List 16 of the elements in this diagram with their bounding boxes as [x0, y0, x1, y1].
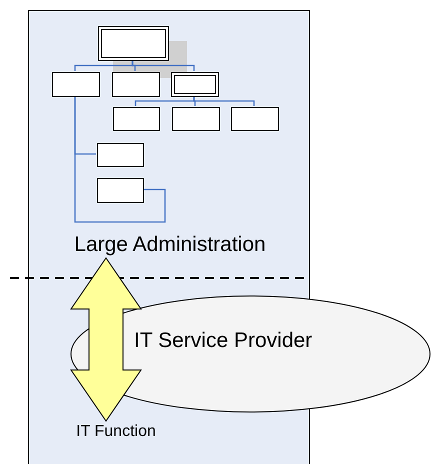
org-box	[97, 143, 144, 167]
org-box	[97, 178, 144, 203]
org-box	[112, 72, 160, 97]
label: Large Administration	[41, 230, 299, 259]
org-box	[113, 107, 160, 131]
double-arrow	[70, 257, 142, 422]
label: IT Function	[54, 422, 178, 442]
org-box	[172, 107, 220, 131]
connector-line	[132, 60, 195, 71]
org-box	[171, 72, 219, 97]
label: IT Service Provider	[134, 328, 312, 354]
connector-line	[74, 96, 166, 223]
connector-line	[193, 96, 255, 106]
org-box	[52, 72, 100, 97]
org-box	[231, 107, 279, 131]
org-box	[98, 26, 169, 61]
